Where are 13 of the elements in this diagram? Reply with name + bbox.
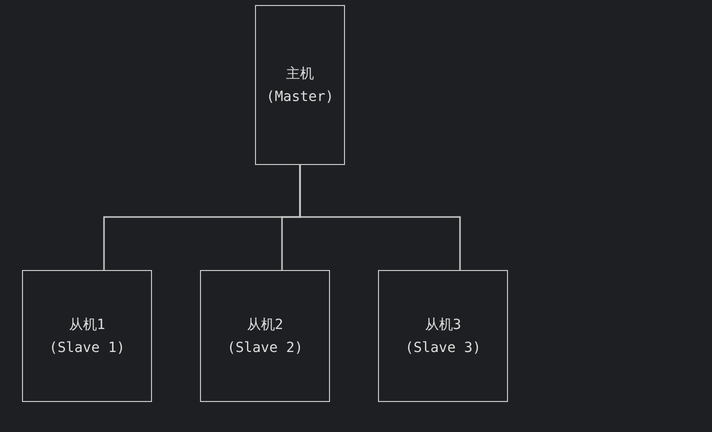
node-subtitle: (Slave 1) <box>49 340 125 356</box>
node-title: 主机 <box>286 65 314 83</box>
node-title: 从机1 <box>68 316 106 334</box>
node-subtitle: (Slave 3) <box>405 340 481 356</box>
connector-line <box>299 165 461 270</box>
slave-box <box>22 270 152 402</box>
node-title: 从机3 <box>424 316 462 334</box>
slave-box <box>378 270 508 402</box>
slave-box <box>200 270 330 402</box>
node-subtitle: (Slave 2) <box>227 340 303 356</box>
node-subtitle: (Master) <box>266 89 334 105</box>
master-box <box>255 5 345 165</box>
node-title: 从机2 <box>246 316 284 334</box>
